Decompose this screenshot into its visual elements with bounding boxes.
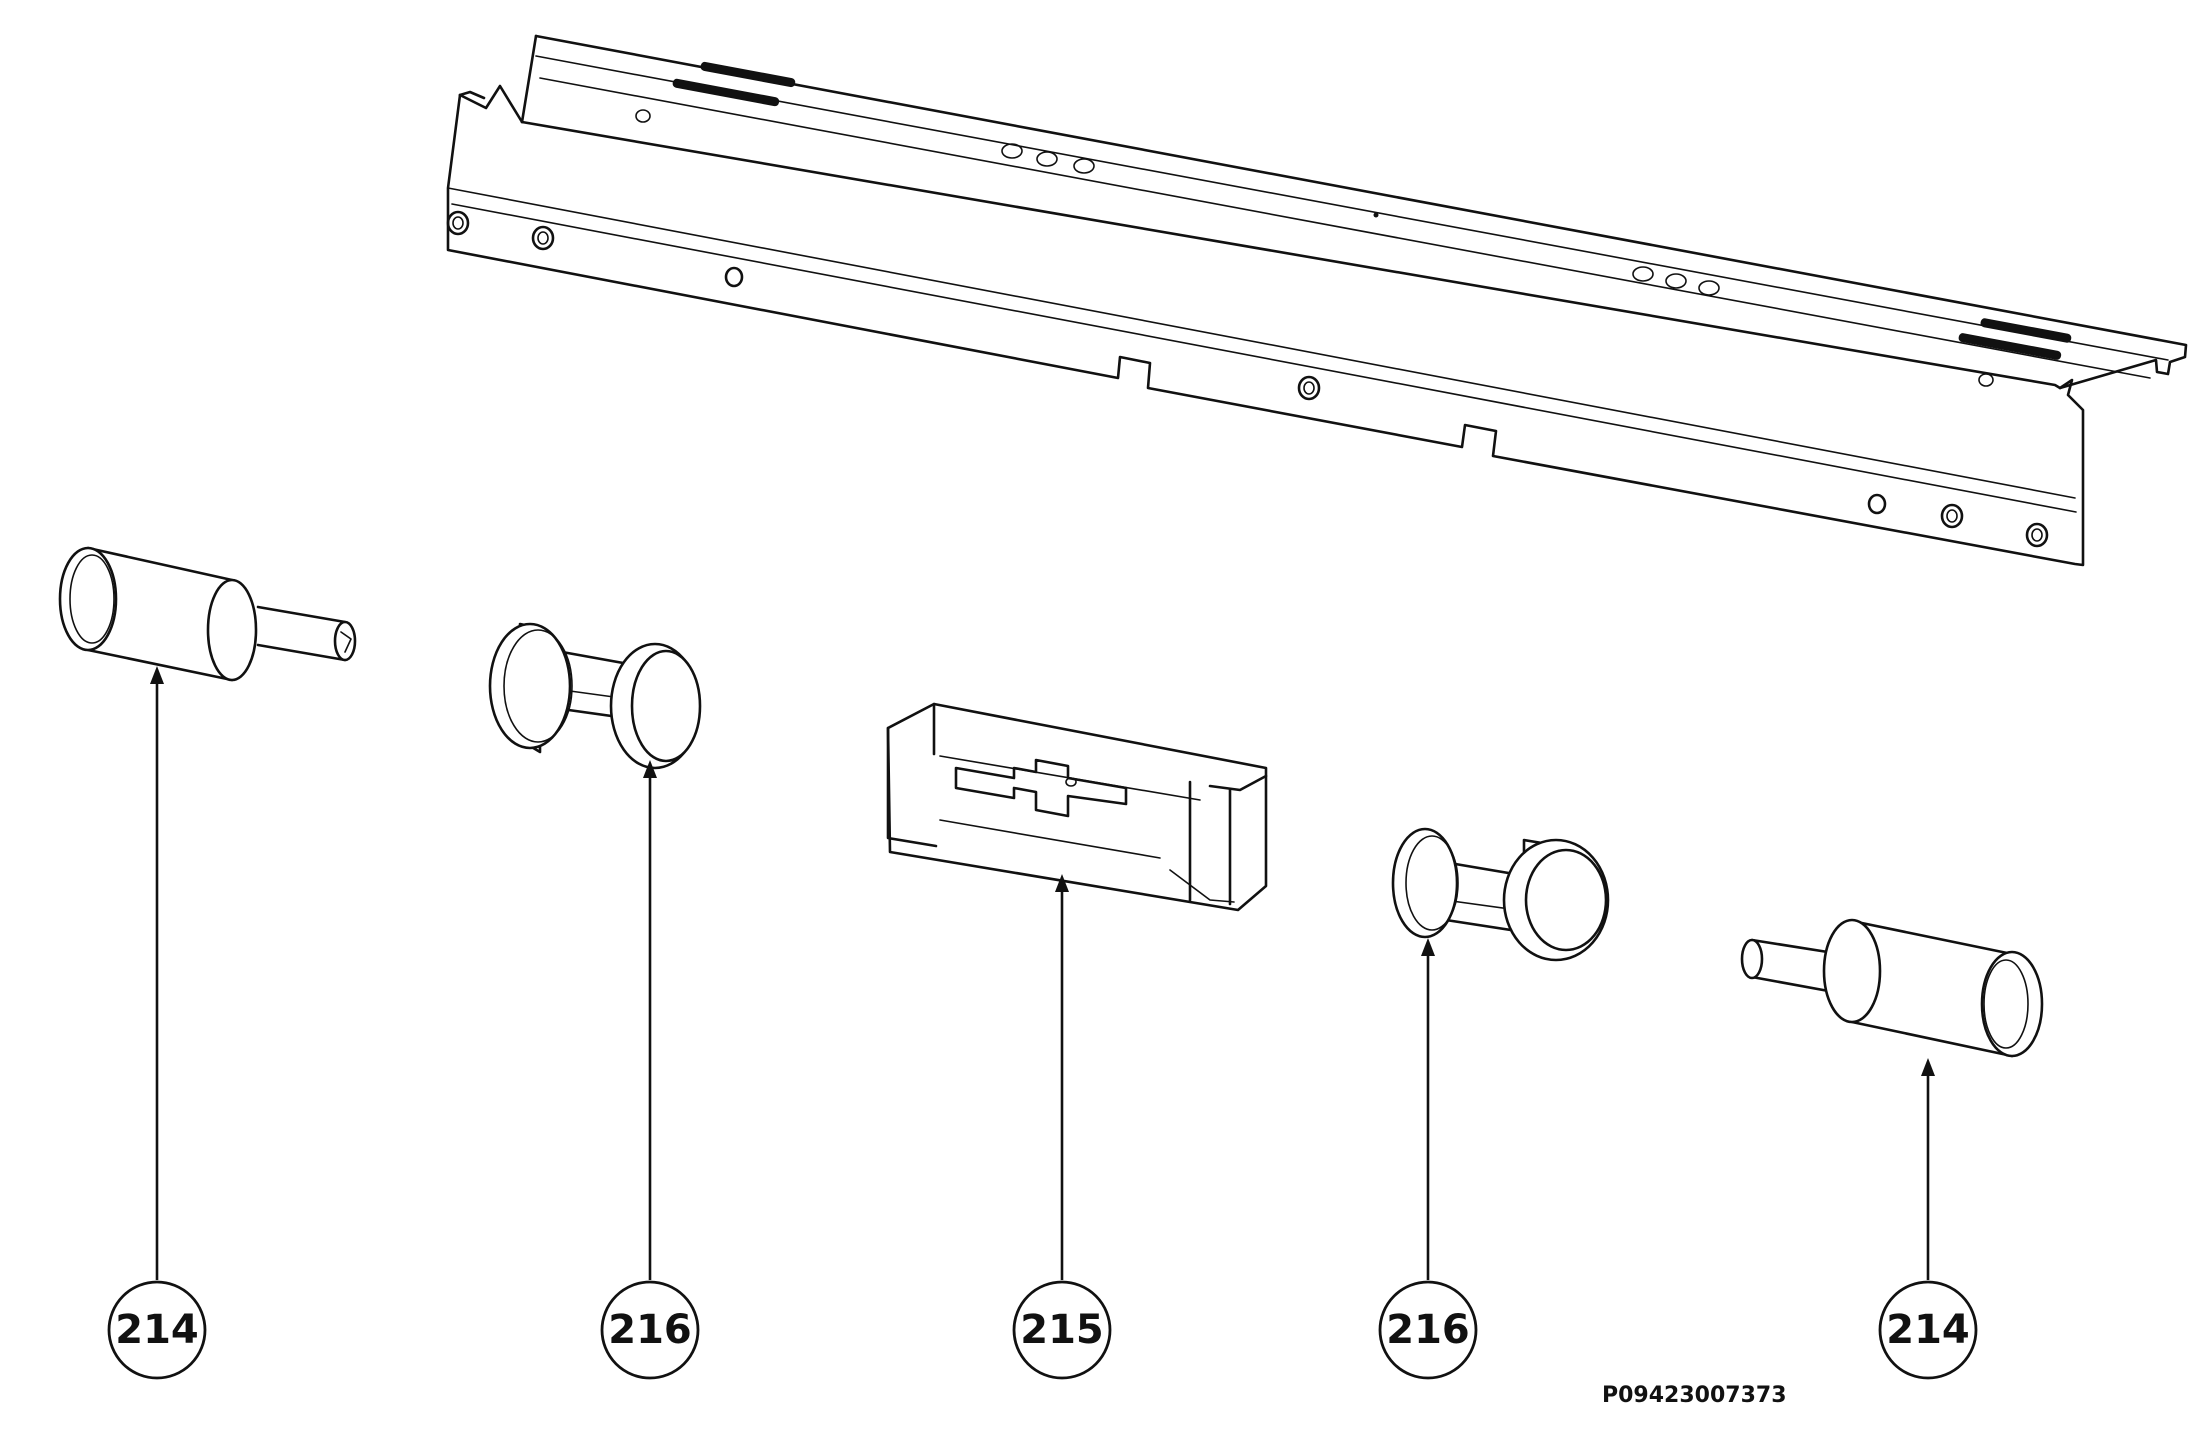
callout-216-left: 216 xyxy=(600,1280,700,1380)
callout-215: 215 xyxy=(1012,1280,1112,1380)
callout-214-right: 214 xyxy=(1878,1280,1978,1380)
pin-right xyxy=(1740,918,2044,1058)
mounting-bracket xyxy=(446,34,2188,567)
pin-left xyxy=(58,546,357,682)
part-number-label: 214 xyxy=(1886,1307,1970,1353)
part-number-label: 216 xyxy=(1386,1307,1470,1353)
drawing-code: P09423007373 xyxy=(1602,1383,1787,1408)
channel-housing xyxy=(886,702,1268,912)
spool-left xyxy=(488,622,702,770)
callout-216-right: 216 xyxy=(1378,1280,1478,1380)
callout-214-left: 214 xyxy=(107,1280,207,1380)
spool-right xyxy=(1391,827,1610,962)
part-number-label: 216 xyxy=(608,1307,692,1353)
part-number-label: 215 xyxy=(1020,1307,1104,1353)
part-number-label: 214 xyxy=(115,1307,199,1353)
leader-lines xyxy=(150,666,1935,1280)
